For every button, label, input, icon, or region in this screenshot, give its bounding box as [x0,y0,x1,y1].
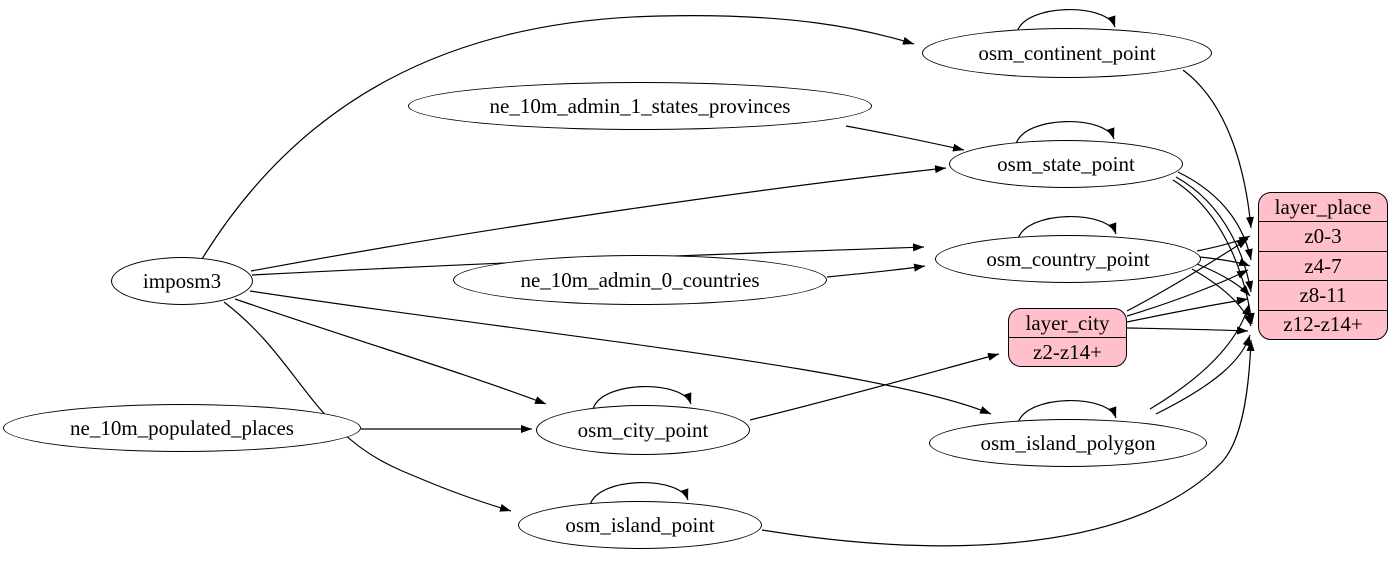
edge-osm_country_point-z4-7 [1199,256,1251,267]
edge-osm_state_point-z4-7 [1177,171,1253,261]
edge-osm_city_point-layer_city [749,352,1000,421]
edge-osm_country_point-z12-z14 [1191,268,1252,327]
node-osm_country_point: osm_country_point [935,235,1201,283]
edge-imposm3-osm_island_point [223,301,512,512]
edge-ne_10m_admin_0-osm_country_point [826,263,926,278]
node-osm_continent_point: osm_continent_point [922,28,1212,78]
node-osm_island_point: osm_island_point [518,501,762,549]
node-osm_island_polygon: osm_island_polygon [929,419,1207,467]
selfloop-osm_city_point [592,386,692,410]
selfloop-osm_state_point [1015,121,1115,145]
selfloop-osm_country_point [1017,216,1117,240]
edge-layer_city-z0-3 [1126,238,1249,312]
edge-layer_city-z4-7 [1126,269,1249,317]
selfloop-osm_island_point [589,482,689,506]
edge-osm_country_point-z0-3 [1196,235,1251,252]
record-layer_city-row-z2-z14: z2-z14+ [1009,337,1126,366]
record-layer_place: layer_place z0-3 z4-7 z8-11 z12-z14+ [1258,192,1388,340]
record-layer_place-row-z4-7: z4-7 [1259,250,1387,280]
edge-imposm3-osm_continent_point [201,15,915,260]
node-ne_10m_populated_places: ne_10m_populated_places [3,404,361,452]
node-osm_city_point: osm_city_point [536,405,750,455]
edge-ne_10m_admin_1-osm_state_point [845,125,965,152]
edge-osm_island_point-z12-z14 [761,339,1255,547]
selfloop-osm_island_polygon [1017,400,1117,424]
node-ne_10m_admin_0_countries: ne_10m_admin_0_countries [453,255,827,305]
record-layer_place-row-z8-11: z8-11 [1259,280,1387,309]
edge-layer_city-z8-11 [1126,296,1249,323]
record-layer_place-row-z12-z14: z12-z14+ [1259,309,1387,339]
record-layer_city-title: layer_city [1025,310,1110,335]
record-layer_place-row-z0-3: z0-3 [1259,221,1387,250]
selfloop-osm_continent_point [1016,9,1116,33]
record-layer_city: layer_city z2-z14+ [1008,308,1127,367]
node-imposm3: imposm3 [111,257,253,305]
edge-osm_continent_point-z0-3 [1182,69,1254,229]
edge-osm_state_point-z12-z14 [1172,179,1255,325]
edge-osm_state_point-z8-11 [1175,176,1254,293]
edge-imposm3-osm_island_polygon [249,290,992,415]
edge-layer_city-z12-z14 [1126,326,1249,335]
edge-imposm3-osm_state_point [250,165,947,272]
edge-osm_island_polygon-z12-z14 [1155,334,1251,415]
node-ne_10m_admin_1_states_provinces: ne_10m_admin_1_states_provinces [408,82,872,130]
record-layer_place-title: layer_place [1274,194,1372,219]
edge-imposm3-osm_city_point [234,298,547,405]
node-osm_state_point: osm_state_point [949,140,1183,188]
edge-osm_island_polygon-z8-11 [1149,303,1250,410]
